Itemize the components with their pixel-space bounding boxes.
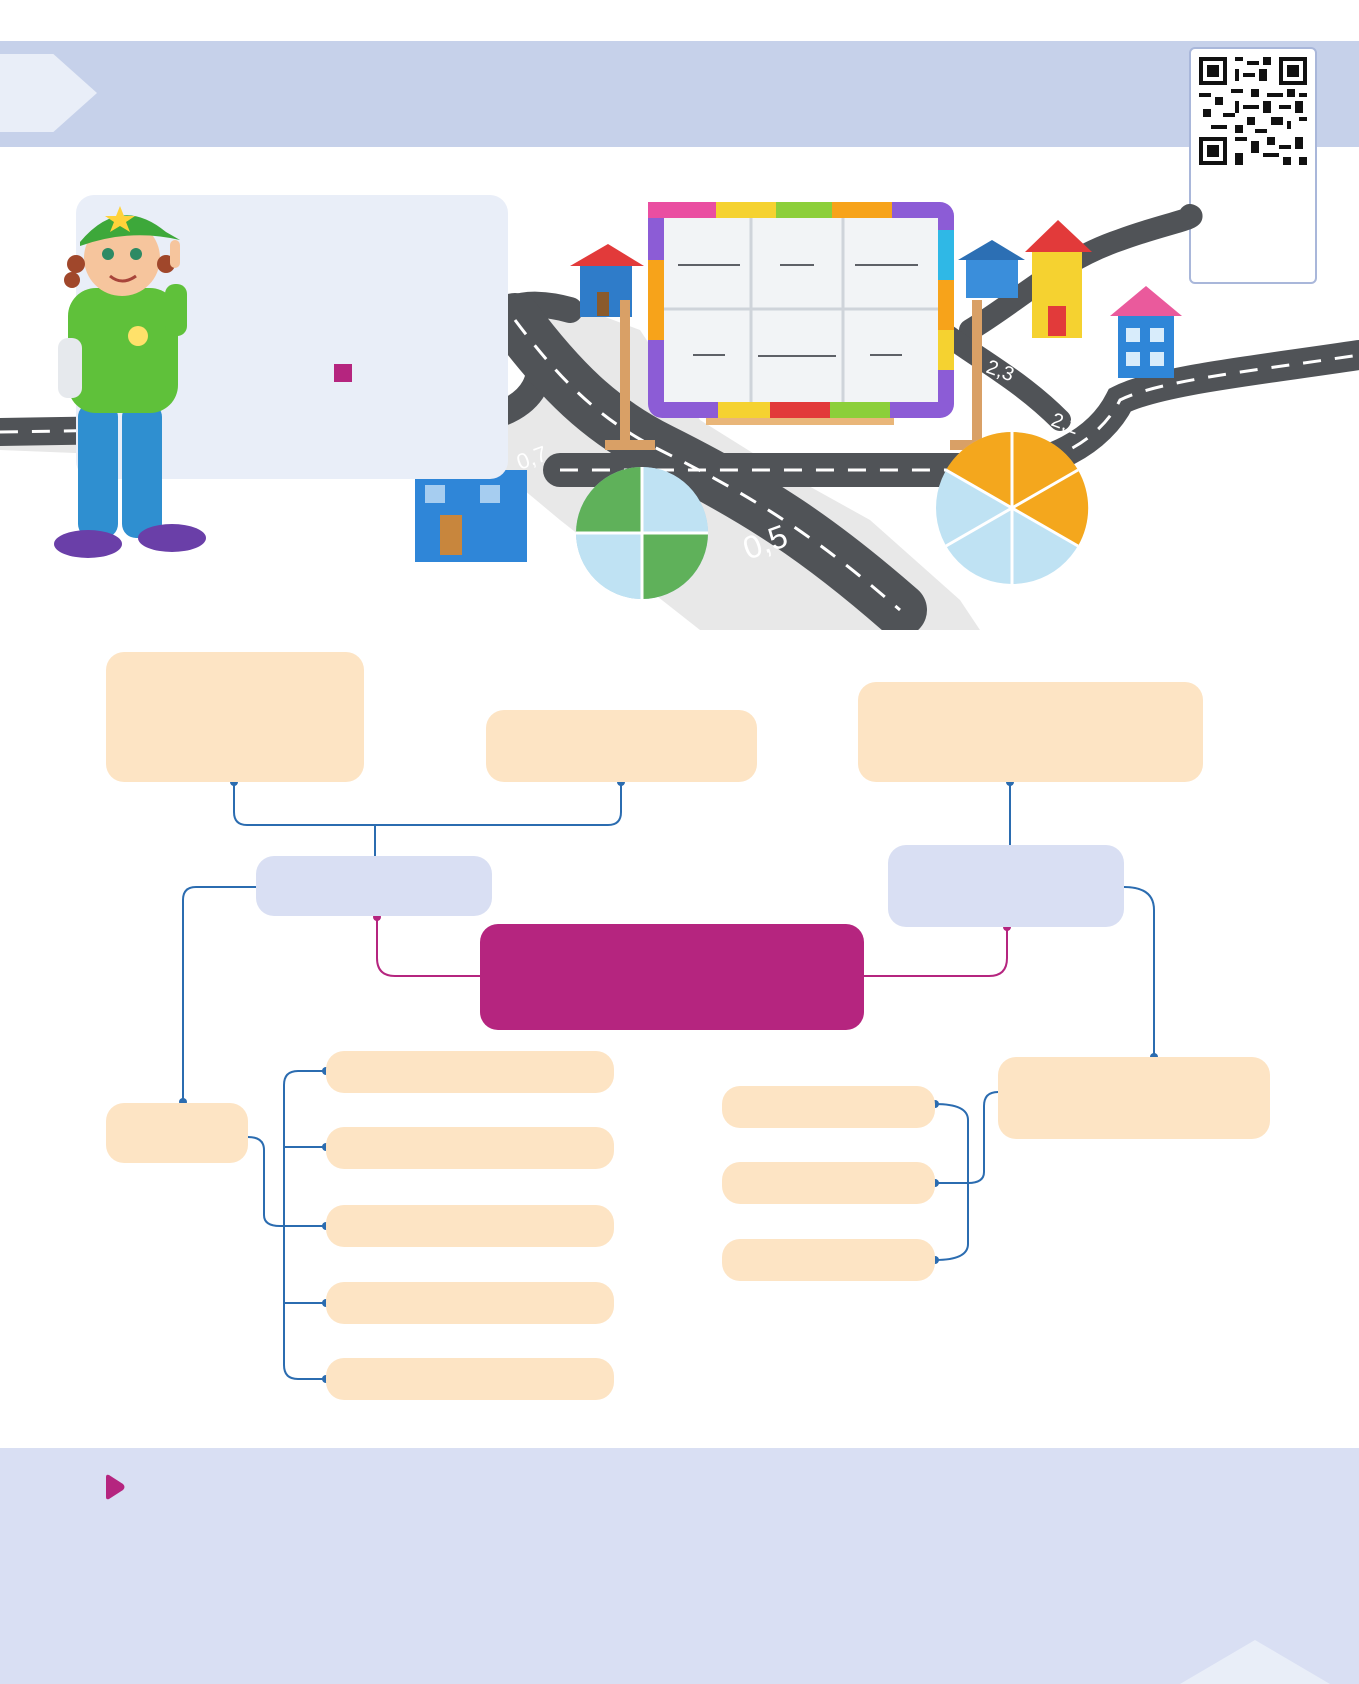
map-box-left-item [326, 1051, 614, 1093]
map-box-right-item [722, 1239, 935, 1281]
map-box-right-item [722, 1086, 935, 1128]
map-box-top-left [106, 652, 364, 782]
map-box-left-small [106, 1103, 248, 1163]
map-box-top-right [858, 682, 1203, 782]
map-box-right-item [722, 1162, 935, 1204]
map-box-top-middle [486, 710, 757, 782]
map-box-left-item [326, 1358, 614, 1400]
map-box-right-big [998, 1057, 1270, 1139]
map-box-center [480, 924, 864, 1030]
map-box-left-item [326, 1205, 614, 1247]
play-icon [104, 1474, 126, 1500]
map-box-right-branch [888, 845, 1124, 927]
map-box-left-item [326, 1127, 614, 1169]
map-box-left-branch [256, 856, 492, 916]
footer-band [0, 1448, 1359, 1684]
map-box-left-item [326, 1282, 614, 1324]
